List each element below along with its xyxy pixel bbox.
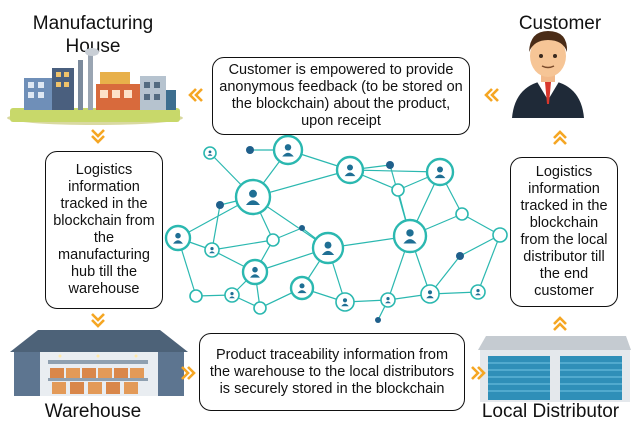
feedback-box: Customer is empowered to provide anonymo… [212, 57, 470, 135]
feedback-text: Customer is empowered to provide anonymo… [219, 62, 463, 129]
arrow-manufacturing-down [91, 128, 105, 149]
customer-label: Customer [518, 13, 602, 34]
arrow-logistics-left-down [91, 312, 105, 333]
arrow-feedback-to-manufacturing [188, 88, 204, 107]
warehouse-label: Warehouse [44, 401, 142, 422]
manufacturing-house-label: Manufacturing House [32, 13, 154, 57]
arrow-customer-to-feedback [484, 88, 500, 107]
local-distributor-label: Local Distributor [481, 401, 620, 422]
arrow-logistics-right-up [553, 130, 567, 151]
logistics-right-text: Logistics information tracked in the blo… [520, 164, 608, 299]
traceability-box: Product traceability information from th… [199, 333, 465, 411]
arrow-distributor-up [553, 316, 567, 337]
logistics-left-text: Logistics information tracked in the blo… [53, 162, 155, 297]
traceability-text: Product traceability information from th… [209, 346, 455, 397]
arrow-traceability-to-distributor [470, 366, 486, 385]
logistics-left-box: Logistics information tracked in the blo… [45, 151, 163, 309]
arrow-warehouse-to-traceability [180, 366, 196, 385]
logistics-right-box: Logistics information tracked in the blo… [510, 157, 618, 307]
